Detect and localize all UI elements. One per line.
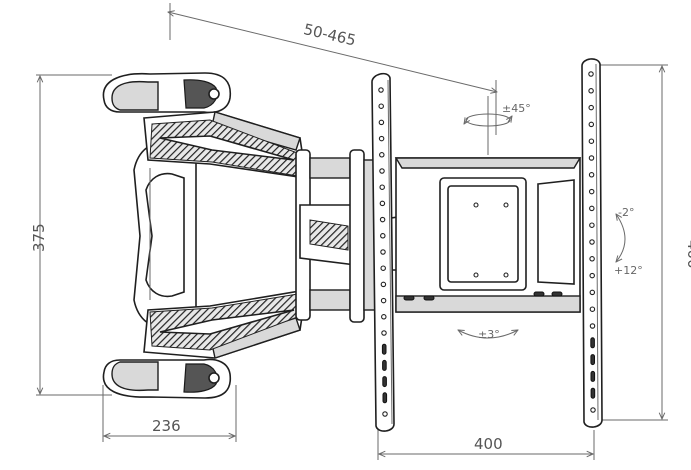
lower-arm bbox=[143, 289, 307, 359]
rail-hole bbox=[379, 152, 385, 158]
rail-hole bbox=[590, 354, 596, 366]
swivel-label: ±45° bbox=[502, 102, 531, 115]
upper-arm bbox=[143, 111, 307, 179]
rail-hole bbox=[589, 205, 595, 212]
rail-hole bbox=[380, 249, 386, 255]
rail-hole bbox=[589, 272, 595, 279]
rail-hole bbox=[589, 323, 596, 329]
rail-hole bbox=[382, 359, 387, 371]
rail-hole bbox=[590, 407, 596, 413]
dimension-lines bbox=[36, 3, 668, 460]
rail-hole bbox=[588, 71, 594, 77]
vesa-horizontal-label: 400 bbox=[474, 435, 503, 453]
arm-extension-label: 50-465 bbox=[302, 20, 358, 49]
rail-hole bbox=[588, 104, 594, 111]
rail-hole bbox=[379, 200, 386, 207]
rail-hole bbox=[381, 330, 387, 336]
rail-hole bbox=[589, 222, 595, 228]
rail-hole bbox=[588, 138, 595, 144]
level-label: ±3° bbox=[478, 328, 500, 341]
vesa-vertical-label: 400 bbox=[684, 240, 691, 269]
rail-hole bbox=[590, 370, 596, 382]
height-span-label: 375 bbox=[30, 223, 48, 252]
rail-hole bbox=[381, 314, 387, 320]
rail-hole bbox=[589, 306, 596, 312]
rail-hole bbox=[378, 87, 384, 93]
tv-bracket bbox=[394, 157, 582, 313]
rail-hole bbox=[379, 216, 386, 223]
wall-plate bbox=[102, 72, 232, 399]
rail-hole bbox=[588, 121, 595, 128]
rail-hole bbox=[588, 188, 595, 195]
rail-hole bbox=[589, 289, 596, 296]
rail-hole bbox=[382, 376, 387, 388]
left-vertical-rail bbox=[371, 72, 395, 432]
rail-hole bbox=[378, 135, 385, 142]
rail-hole bbox=[380, 265, 386, 271]
rail-hole bbox=[379, 184, 385, 190]
rail-hole bbox=[379, 168, 385, 174]
rail-hole bbox=[588, 88, 594, 94]
rotation-indicators bbox=[458, 96, 626, 339]
rail-hole bbox=[380, 297, 387, 304]
rail-hole bbox=[588, 155, 595, 161]
wall-plate-width-label: 236 bbox=[152, 417, 181, 435]
right-vertical-rail bbox=[581, 58, 603, 428]
rail-hole bbox=[589, 256, 595, 262]
rail-hole bbox=[590, 337, 595, 349]
rail-hole bbox=[378, 103, 384, 109]
tilt-down-label: +12° bbox=[614, 264, 643, 277]
rail-hole bbox=[382, 411, 388, 417]
rail-hole bbox=[589, 239, 595, 245]
rail-hole bbox=[382, 392, 388, 404]
rail-hole bbox=[380, 281, 387, 288]
tilt-up-label: -2° bbox=[618, 206, 634, 219]
rail-hole bbox=[378, 119, 385, 126]
rail-hole bbox=[590, 387, 596, 399]
rail-hole bbox=[588, 172, 595, 178]
rail-hole bbox=[381, 343, 387, 355]
rail-hole bbox=[380, 233, 386, 239]
